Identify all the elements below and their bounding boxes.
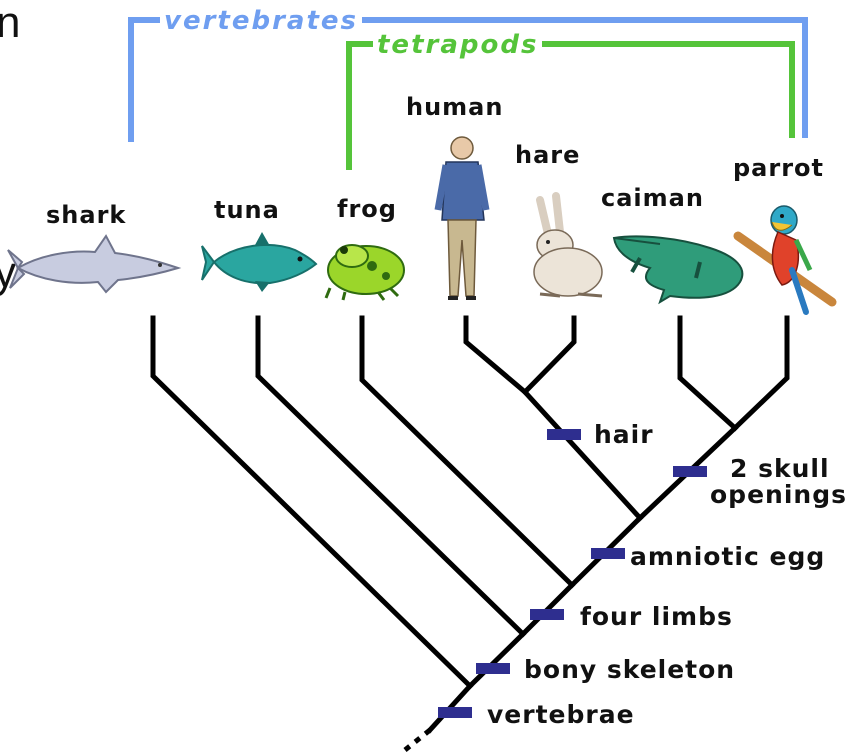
parrot-icon	[738, 206, 832, 312]
branch-human	[466, 318, 525, 392]
trait-label-four-limbs: four limbs	[580, 602, 733, 631]
marker-amniotic-egg	[591, 548, 625, 559]
human-icon	[438, 137, 486, 298]
trait-label-amniotic-egg: amniotic egg	[630, 542, 825, 571]
trait-label-skull-line2: openings	[710, 480, 847, 509]
branch-shark	[153, 318, 470, 686]
vertebrates-label: vertebrates	[160, 6, 362, 36]
taxon-label-frog: frog	[337, 195, 397, 223]
trunk-dotted	[400, 730, 430, 754]
trait-label-bony-skeleton: bony skeleton	[524, 655, 735, 684]
branch-frog	[362, 318, 572, 585]
shark-icon	[8, 236, 178, 292]
marker-hair	[547, 429, 581, 440]
taxon-label-parrot: parrot	[733, 154, 824, 182]
branch-hare	[525, 318, 574, 392]
branch-caiman	[680, 318, 735, 428]
branch-parrot	[735, 318, 787, 428]
branch-tuna	[258, 318, 523, 634]
taxon-label-hare: hare	[515, 141, 580, 169]
caiman-icon	[614, 236, 742, 302]
marker-four-limbs	[530, 609, 564, 620]
taxon-label-human: human	[406, 93, 503, 121]
trait-label-skull-line1: 2 skull	[730, 454, 830, 483]
tuna-icon	[202, 232, 316, 292]
trait-label-hair: hair	[594, 420, 654, 449]
taxon-label-shark: shark	[46, 201, 126, 229]
tetrapods-label: tetrapods	[373, 30, 542, 60]
marker-bony-skeleton	[476, 663, 510, 674]
hare-icon	[534, 196, 602, 296]
taxon-label-caiman: caiman	[601, 184, 704, 212]
marker-vertebrae	[438, 707, 472, 718]
marker-skull	[673, 466, 707, 477]
frog-icon	[326, 245, 404, 300]
branch-mammals-stem	[525, 392, 640, 518]
trait-label-vertebrae: vertebrae	[487, 700, 635, 729]
taxon-label-tuna: tuna	[214, 196, 280, 224]
